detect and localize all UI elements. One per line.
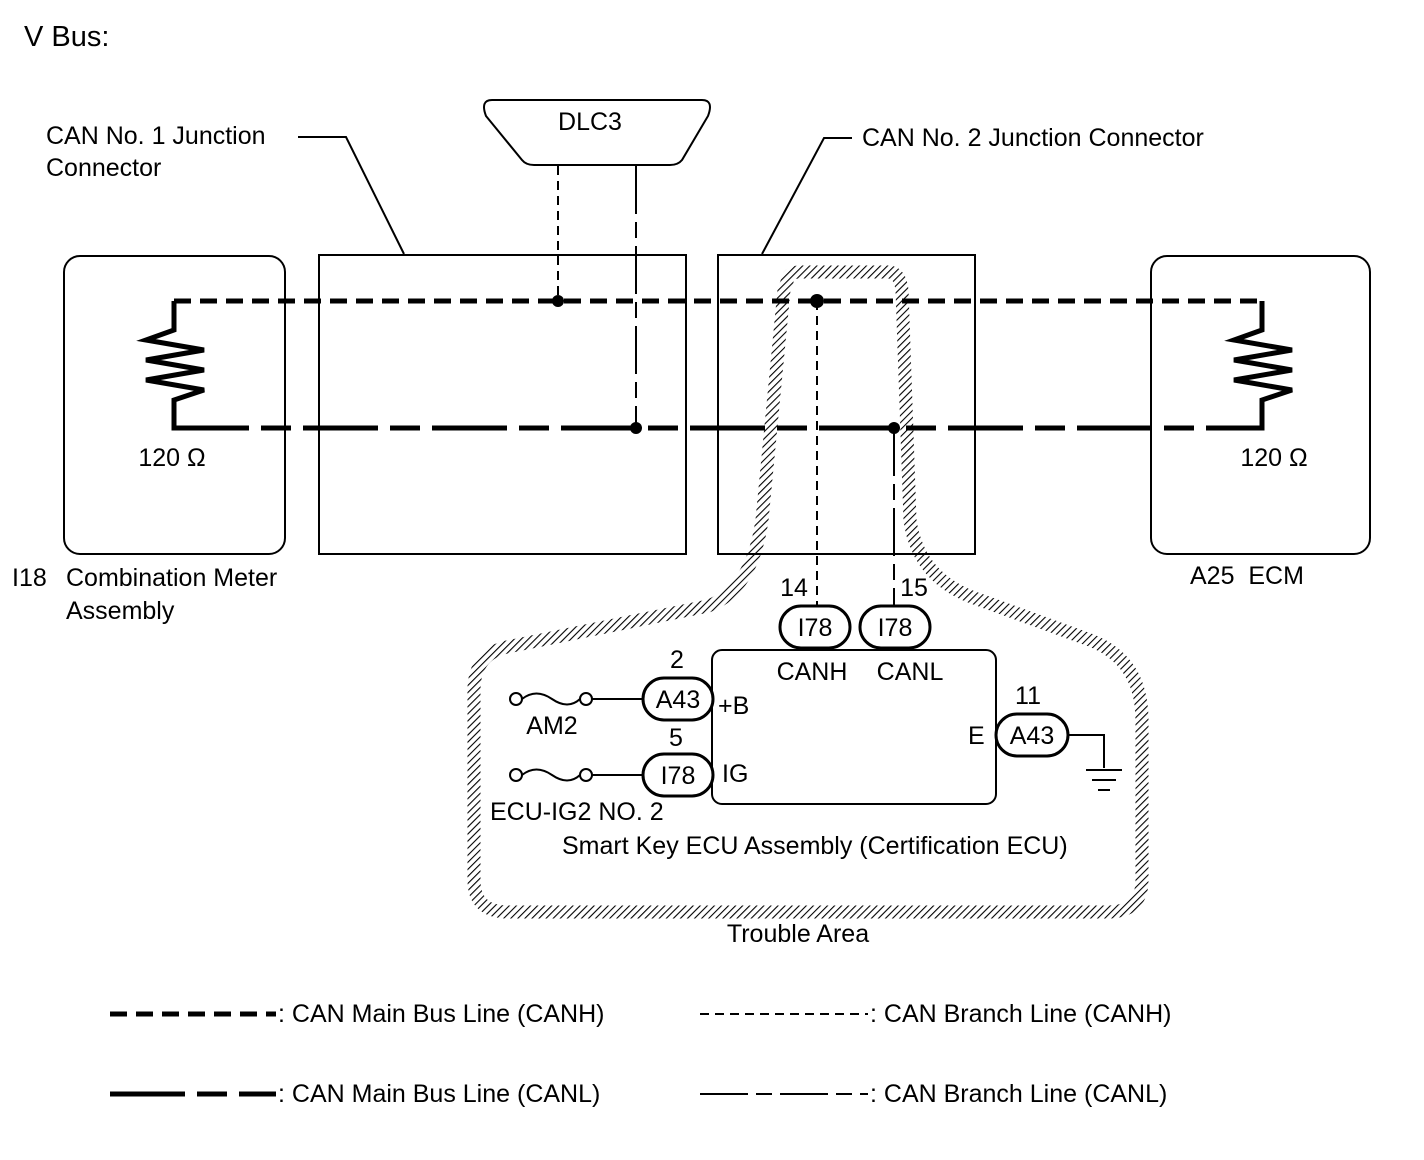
trouble-area-outline [467,265,1149,919]
legend-main-canl-label: : CAN Main Bus Line (CANL) [278,1080,600,1108]
legend-branch-canh-label: : CAN Branch Line (CANH) [870,1000,1171,1028]
ecu-ig2-fuse-right-terminal [579,768,593,782]
canl-pin-number: 15 [900,574,928,602]
combination-meter-box [63,255,286,555]
canh-terminal-label: CANH [777,658,848,686]
junction1-label-line1: CAN No. 1 Junction [46,122,266,150]
ecu-ig2-fuse-left-terminal [509,768,523,782]
e-connector-code: A43 [1010,722,1054,750]
ig-pin-number: 5 [669,724,683,752]
canh-connector-code: I78 [798,614,833,642]
smart-key-ecu-label: Smart Key ECU Assembly (Certification EC… [562,832,1068,860]
b-connector-code: A43 [656,686,700,714]
b-pin-number: 2 [670,646,684,674]
junction2-leader-line [761,137,852,255]
ig-connector-code: I78 [661,762,696,790]
canl-connector [858,604,932,650]
dlc3-connector [483,99,711,166]
am2-fuse-left-terminal [509,692,523,706]
splice-dot-dlc3-canh [552,295,564,307]
am2-fuse-icon [521,692,581,706]
ig-connector [641,752,715,798]
junction1-leader-line [298,136,405,255]
canh-pin-number: 14 [780,574,808,602]
ground-icon [1086,769,1122,791]
splice-dot-dlc3-canl [630,422,642,434]
junction2-label: CAN No. 2 Junction Connector [862,124,1204,152]
ecu-ig2-fuse-label: ECU-IG2 NO. 2 [490,798,664,826]
e-terminal-label: E [968,722,985,750]
am2-fuse-label: AM2 [526,712,577,740]
junction1-label-line2: Connector [46,154,161,182]
resistor-right [1224,301,1293,431]
junction-connector-1-box [318,254,687,555]
canl-connector-code: I78 [878,614,913,642]
splice-dot-smartkey-canh [810,294,824,308]
junction-connector-2-box [717,254,976,555]
e-pin-number: 11 [1015,682,1041,710]
diagram-title: V Bus: [24,21,109,53]
canl-terminal-label: CANL [877,658,944,686]
resistor-left-value: 120 Ω [138,444,205,472]
legend-main-canh-label: : CAN Main Bus Line (CANH) [278,1000,604,1028]
legend-branch-canl-label: : CAN Branch Line (CANL) [870,1080,1167,1108]
meter-code: I18 [12,564,47,592]
meter-label-line2: Assembly [66,597,175,625]
resistor-left [136,301,205,431]
ecu-ig2-fuse-icon [521,768,581,782]
am2-fuse-right-terminal [579,692,593,706]
dlc3-label: DLC3 [558,108,622,136]
smart-key-ecu-box [711,649,997,805]
b-connector [641,676,715,722]
resistor-right-value: 120 Ω [1240,444,1307,472]
b-terminal-label: +B [718,692,749,720]
ecm-label: A25 ECM [1190,562,1304,590]
canh-connector [778,604,852,650]
ecm-box [1150,255,1371,555]
splice-dot-smartkey-canl [888,422,900,434]
trouble-area-label: Trouble Area [727,920,869,948]
ig-terminal-label: IG [722,760,748,788]
ground-wire [1068,734,1105,768]
meter-label-line1: Combination Meter [66,564,277,592]
